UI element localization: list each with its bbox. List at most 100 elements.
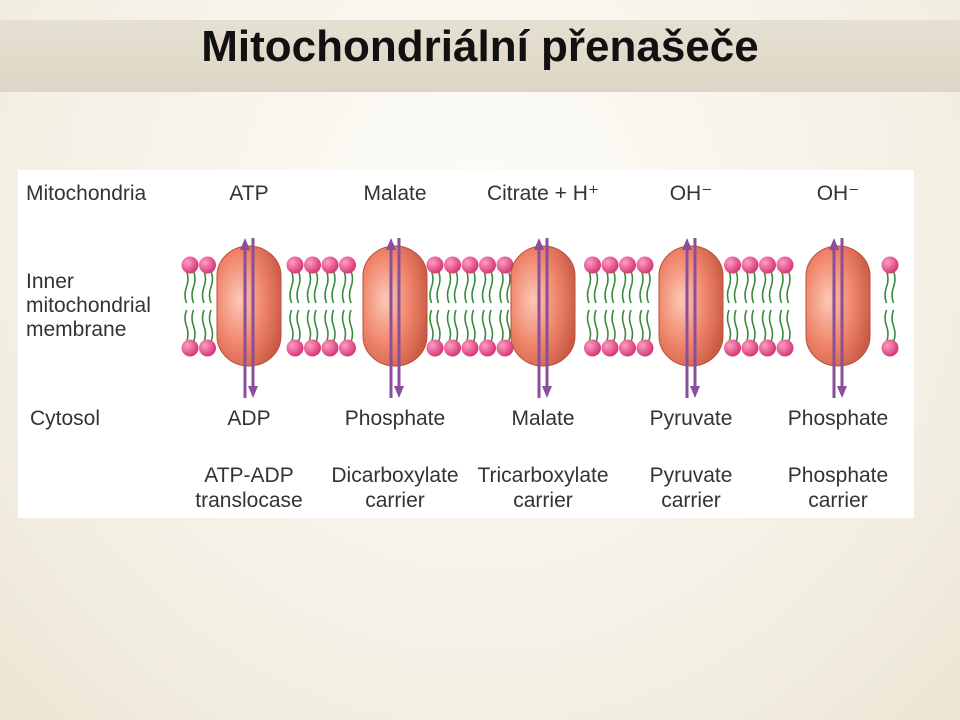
- lipid-head: [181, 256, 199, 274]
- lipid-head: [461, 339, 479, 357]
- carrier-protein: [510, 245, 576, 367]
- carrier-protein: [216, 245, 282, 367]
- lipid-tail: [639, 270, 644, 304]
- lipid-head: [479, 256, 496, 274]
- lipid-tail: [639, 309, 644, 343]
- lipid-head: [881, 256, 899, 274]
- lipid-head: [304, 339, 321, 357]
- lipid-head: [339, 339, 356, 357]
- lipid-tail: [471, 309, 476, 343]
- lipid-head: [601, 339, 619, 357]
- lipid-tail: [191, 270, 196, 304]
- lipid-tail: [506, 309, 511, 343]
- lipid-heads: [181, 256, 899, 357]
- lipid-head: [321, 256, 339, 274]
- arrow-down-head: [542, 386, 552, 398]
- lipid-tail: [884, 309, 889, 343]
- lipid-head: [321, 339, 339, 357]
- lipid-tail: [453, 309, 459, 343]
- lipid-tail: [453, 270, 459, 304]
- lipid-head: [741, 339, 759, 357]
- lipid-bilayer: [181, 256, 899, 357]
- lipid-tail: [471, 270, 476, 304]
- carrier-top-label: OH⁻: [817, 182, 860, 205]
- carrier-name-line1: Dicarboxylate: [331, 464, 458, 487]
- lipid-head: [776, 256, 794, 274]
- lipid-head: [496, 256, 514, 274]
- lipid-tail: [604, 309, 609, 343]
- lipid-tail: [436, 309, 441, 343]
- lipid-tail: [733, 270, 739, 304]
- arrow-down-head: [837, 386, 847, 398]
- lipid-tail: [306, 270, 312, 304]
- diagram-canvas: Mitochondria Inner mitochondrial membran…: [26, 182, 899, 512]
- lipid-tail: [348, 309, 354, 343]
- lipid-head: [619, 256, 636, 274]
- lipid-head: [636, 339, 654, 357]
- lipid-head: [584, 339, 601, 357]
- lipid-head: [339, 256, 356, 274]
- lipid-tail: [191, 309, 196, 343]
- lipid-tail: [464, 309, 469, 343]
- lipid-head: [479, 339, 496, 357]
- lipid-tail: [499, 309, 504, 343]
- lipid-head: [286, 339, 304, 357]
- lipid-tail: [506, 270, 511, 304]
- lipid-tail: [628, 309, 634, 343]
- lipid-tail: [446, 270, 452, 304]
- lipid-tail: [621, 309, 627, 343]
- lipid-tail: [488, 270, 494, 304]
- lipid-head: [881, 339, 899, 357]
- arrow-down-head: [690, 386, 700, 398]
- lipid-tail: [611, 309, 616, 343]
- lipid-tail: [768, 270, 774, 304]
- lipid-tail: [313, 270, 319, 304]
- carrier-name-line2: carrier: [661, 489, 721, 512]
- carrier-top-label: Malate: [363, 182, 426, 205]
- lipid-tail: [429, 309, 434, 343]
- lipid-tail: [621, 270, 627, 304]
- row-label-membrane-3: membrane: [26, 318, 126, 341]
- lipid-head: [286, 256, 304, 274]
- carrier-bottom-label: Pyruvate: [650, 407, 733, 430]
- lipid-tail: [208, 270, 214, 304]
- lipid-tail: [488, 309, 494, 343]
- arrow-up-head: [682, 238, 692, 250]
- lipid-head: [444, 256, 461, 274]
- carrier-name-line2: carrier: [808, 489, 868, 512]
- lipid-tail: [481, 270, 487, 304]
- lipid-head: [724, 256, 741, 274]
- lipid-tail: [786, 309, 791, 343]
- carrier-name-line2: translocase: [195, 489, 302, 512]
- lipid-tail: [744, 270, 749, 304]
- row-label-cytosol: Cytosol: [30, 407, 100, 430]
- lipid-head: [741, 256, 759, 274]
- arrow-up-head: [386, 238, 396, 250]
- lipid-tail: [341, 270, 347, 304]
- lipid-tail: [429, 270, 434, 304]
- lipid-head: [601, 256, 619, 274]
- carrier-top-label: Citrate + H⁺: [487, 182, 599, 205]
- lipid-tail: [586, 309, 592, 343]
- lipid-tail: [593, 270, 599, 304]
- lipid-tail: [726, 309, 732, 343]
- lipid-tail: [761, 270, 767, 304]
- lipid-tail: [296, 270, 301, 304]
- row-label-membrane-1: Inner: [26, 270, 74, 293]
- title-bar: [0, 20, 960, 92]
- lipid-head: [426, 256, 444, 274]
- carrier-name-line1: ATP-ADP: [204, 464, 293, 487]
- lipid-tail: [446, 309, 452, 343]
- arrow-up-head: [534, 238, 544, 250]
- lipid-tail: [646, 309, 651, 343]
- lipid-tail: [341, 309, 347, 343]
- lipid-tail: [306, 309, 312, 343]
- lipid-head: [636, 256, 654, 274]
- lipid-tail: [201, 309, 207, 343]
- lipid-tail: [348, 270, 354, 304]
- lipid-head: [776, 339, 794, 357]
